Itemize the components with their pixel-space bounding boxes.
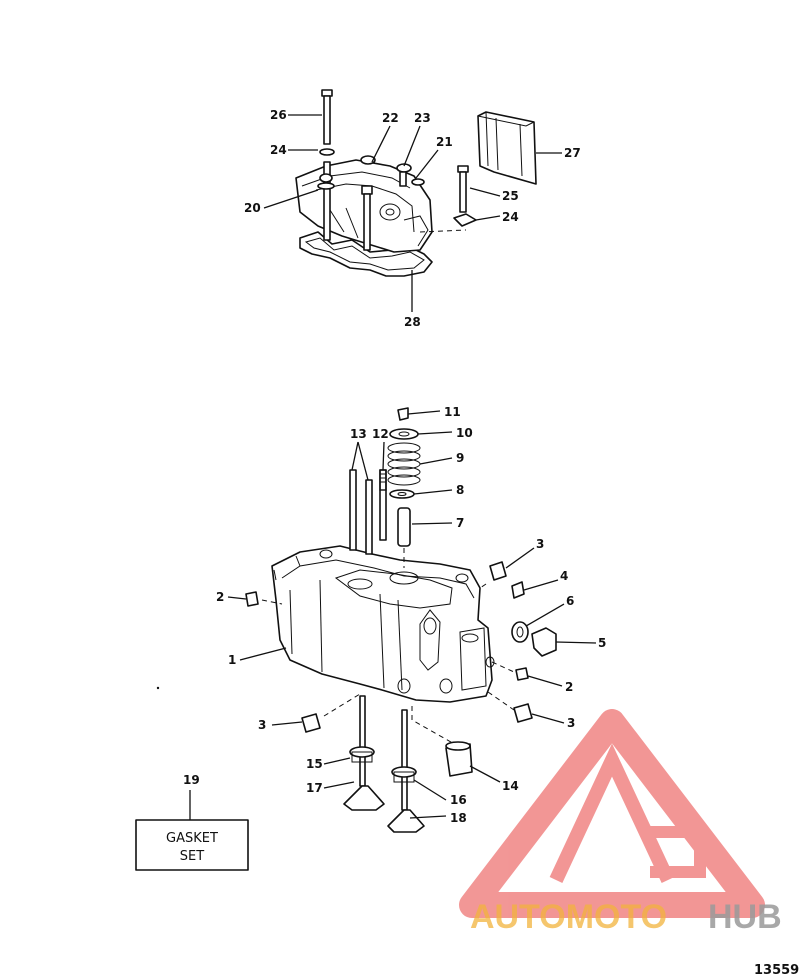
callout-4: 4 [560, 569, 568, 583]
stray-dot [156, 686, 160, 690]
callout-18: 18 [450, 811, 467, 825]
valve-18 [387, 809, 425, 833]
spring-seat-8 [389, 489, 415, 499]
callout-28: 28 [404, 315, 421, 329]
callout-25: 25 [502, 189, 519, 203]
plug-2-right [515, 667, 529, 681]
callout-21: 21 [436, 135, 453, 149]
push-rods [349, 469, 387, 555]
callout-5: 5 [598, 636, 606, 650]
plug-3-right [513, 703, 533, 723]
callout-3-left: 3 [258, 718, 266, 732]
gasket-set-box: GASKET SET [135, 819, 249, 871]
callout-3-right: 3 [567, 716, 575, 730]
callout-12: 12 [372, 427, 389, 441]
callout-8: 8 [456, 483, 464, 497]
callout-24-right: 24 [502, 210, 519, 224]
valve-train-stack [387, 407, 421, 547]
callout-14: 14 [502, 779, 519, 793]
watermark-g-stroke [642, 826, 706, 878]
callout-22: 22 [382, 111, 399, 125]
watermark-logo [459, 709, 765, 918]
callout-10: 10 [456, 426, 473, 440]
cylinder-head [271, 545, 495, 703]
watermark-m-stroke [549, 743, 675, 883]
washer-6 [511, 621, 529, 643]
callout-16: 16 [450, 793, 467, 807]
plug-3-left [301, 713, 321, 733]
callout-13: 13 [350, 427, 367, 441]
figure-number: 13559 [754, 963, 799, 978]
valve-guide-7 [397, 507, 411, 547]
callout-3-upper: 3 [536, 537, 544, 551]
callout-7: 7 [456, 516, 464, 530]
cover-bolts [317, 89, 425, 251]
watermark-text-hub: HUB [708, 898, 782, 936]
callout-26: 26 [270, 108, 287, 122]
callout-9: 9 [456, 451, 464, 465]
callout-24-left: 24 [270, 143, 287, 157]
watermark-text-automoto: AUTOMOTO [470, 898, 667, 936]
gasket-set-line2: SET [180, 849, 204, 864]
dashed-guides-head [261, 583, 515, 747]
plug-2-left [245, 591, 259, 607]
plug-3-upper [489, 561, 507, 581]
cup-14 [445, 741, 473, 777]
callout-2-left: 2 [216, 590, 224, 604]
callout-17: 17 [306, 781, 323, 795]
spring-retainer-10 [389, 428, 419, 440]
side-bolt-25 [453, 165, 477, 227]
cover-plate-27 [477, 111, 537, 185]
side-plugs [245, 561, 557, 733]
callout-23: 23 [414, 111, 431, 125]
callout-1: 1 [228, 653, 236, 667]
gasket-set-line1: GASKET [166, 831, 218, 846]
callout-15: 15 [306, 757, 323, 771]
watermark-triangle [459, 709, 765, 918]
callout-6: 6 [566, 594, 574, 608]
valves [343, 695, 425, 833]
valve-cover-gasket [299, 231, 433, 277]
callout-2-right: 2 [565, 680, 573, 694]
valve-17 [343, 785, 385, 811]
lower-leaders [189, 410, 597, 820]
valve-keeper-11 [397, 407, 409, 421]
valve-spring-9 [387, 442, 421, 486]
callout-labels: 26 24 20 22 23 21 27 25 24 28 11 10 9 8 … [183, 108, 606, 825]
plug-5 [531, 627, 557, 657]
callout-27: 27 [564, 146, 581, 160]
callout-11: 11 [444, 405, 461, 419]
dashed-guide-cover [419, 229, 467, 233]
callout-20: 20 [244, 201, 261, 215]
plug-4 [511, 581, 525, 599]
upper-leaders [263, 114, 562, 312]
callout-19: 19 [183, 773, 200, 787]
